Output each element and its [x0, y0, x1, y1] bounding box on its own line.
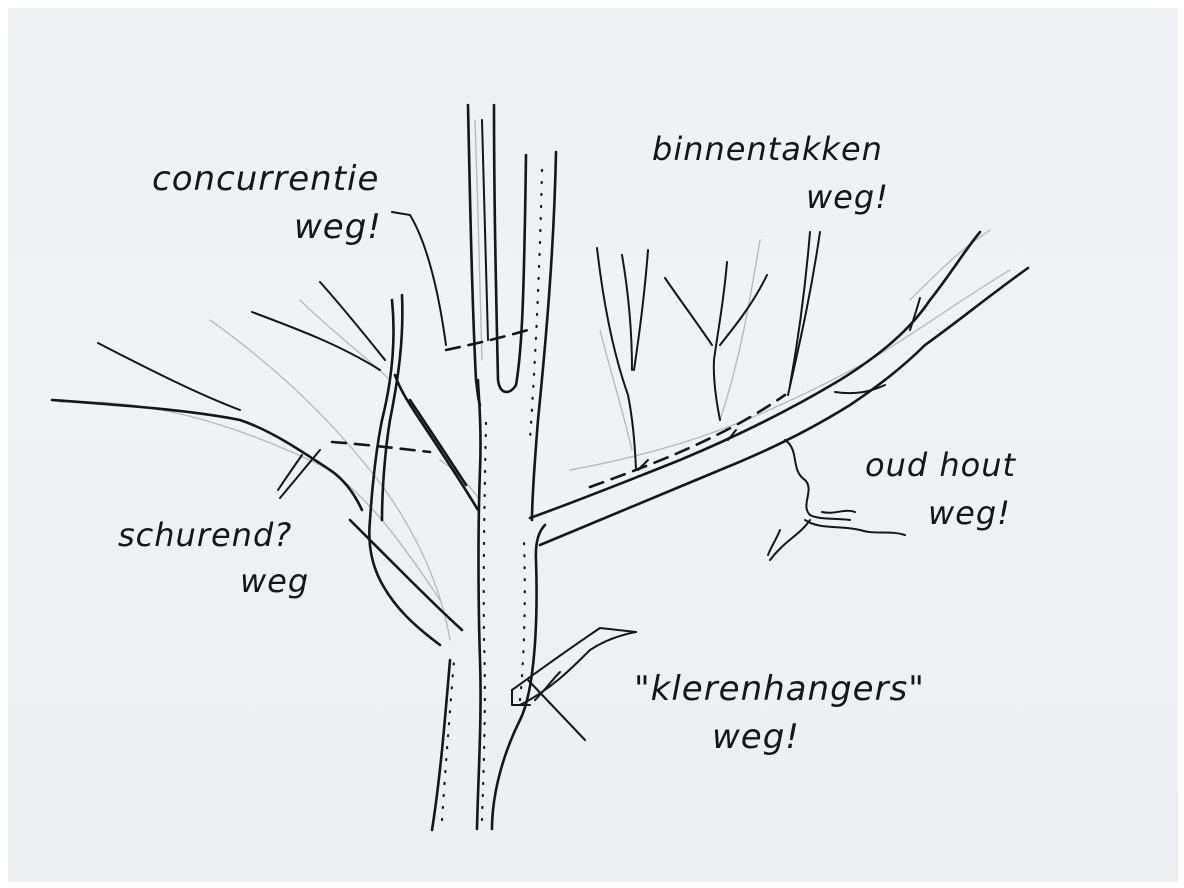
label-inner-branches-line2: weg!	[806, 178, 889, 216]
label-old-wood-line1: oud hout	[865, 446, 1016, 484]
label-chafing-line1: schurend?	[118, 516, 292, 554]
trunk	[432, 380, 545, 830]
label-old-wood-line2: weg!	[928, 494, 1011, 532]
coat-hanger-branch	[512, 628, 636, 740]
leader-lines	[392, 212, 820, 395]
leader-and-competitor	[446, 105, 556, 520]
label-competition-line1: concurrentie	[152, 159, 379, 199]
label-competition-line2: weg!	[294, 207, 382, 247]
inner-shoots	[597, 232, 810, 470]
label-inner-branches-line1: binnentakken	[652, 130, 883, 168]
label-hangers-line1: "klerenhangers"	[634, 669, 925, 709]
label-hangers-line2: weg!	[712, 717, 800, 757]
label-chafing-line2: weg	[240, 562, 309, 600]
